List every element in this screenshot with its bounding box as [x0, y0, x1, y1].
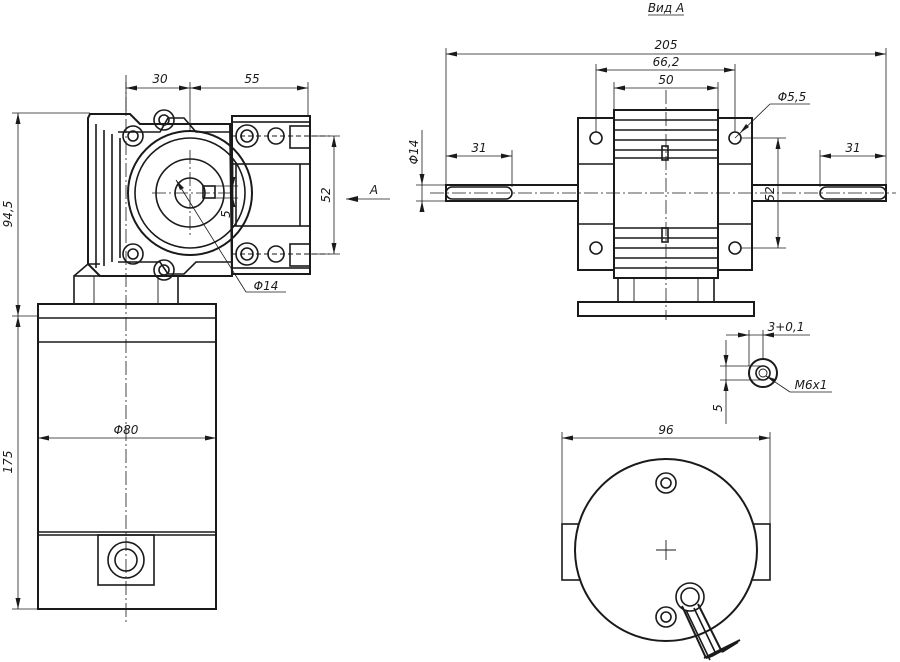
dim-31-right: 31 — [819, 141, 886, 187]
dim-phi80: Φ80 — [38, 423, 216, 441]
dim-5-detail-label: 5 — [711, 404, 725, 412]
dim-96-label: 96 — [658, 423, 674, 437]
side-bearing-block — [231, 115, 330, 275]
dim-phi5-5: Φ5,5 — [734, 90, 810, 139]
dim-phi14-left-label: Φ14 — [254, 279, 279, 293]
dim-55: 55 — [190, 72, 309, 116]
dim-30-label: 30 — [152, 72, 168, 86]
motor-end-view: 96 — [561, 423, 771, 661]
dim-52-right: 52 — [741, 137, 786, 249]
dim-31-left: 31 — [446, 141, 513, 187]
dim-50-label: 50 — [658, 73, 674, 87]
dim-66-2-label: 66,2 — [653, 55, 680, 69]
left-view: 94,5 175 Φ80 30 — [1, 72, 390, 622]
dim-phi80-label: Φ80 — [114, 423, 139, 437]
dim-31-right-label: 31 — [845, 141, 860, 155]
view-a-base — [577, 277, 755, 317]
dim-175: 175 — [1, 316, 38, 610]
dim-3-0-1-label: 3+0,1 — [768, 320, 805, 334]
dim-205: 205 — [445, 38, 887, 185]
view-a: Вид А — [407, 1, 896, 320]
dim-52-right-label: 52 — [763, 186, 777, 201]
dim-52-left: 52 — [310, 135, 340, 255]
dim-66-2: 66,2 — [595, 55, 736, 132]
dim-52-left-label: 52 — [319, 187, 333, 202]
dim-phi14-right: Φ14 — [407, 130, 446, 212]
dim-phi14-left: Φ14 — [175, 179, 286, 293]
finned-body — [613, 109, 719, 279]
dim-94-5: 94,5 — [1, 112, 90, 317]
dim-175-label: 175 — [1, 451, 15, 474]
dim-5-left: 5 — [215, 160, 238, 224]
dim-50: 50 — [613, 73, 719, 110]
motor-body — [37, 303, 217, 610]
dim-205-label: 205 — [655, 38, 678, 52]
dim-phi5-5-label: Φ5,5 — [778, 90, 807, 104]
dim-96: 96 — [561, 423, 771, 524]
view-a-title: Вид А — [648, 1, 684, 15]
dim-30: 30 — [125, 72, 191, 132]
cable-gland — [675, 582, 741, 661]
view-arrow-a: А — [346, 183, 390, 202]
shaft-end-detail: 5 3+0,1 M6x1 — [711, 320, 832, 424]
dim-94-5-label: 94,5 — [1, 201, 15, 228]
gearbox-housing — [87, 109, 234, 281]
dim-31-left-label: 31 — [471, 141, 486, 155]
view-arrow-label: А — [369, 183, 378, 197]
dim-phi14-right-label: Φ14 — [407, 140, 421, 165]
dim-5-left-label: 5 — [219, 210, 233, 218]
dim-55-label: 55 — [244, 72, 259, 86]
dim-m6x1-label: M6x1 — [795, 378, 828, 392]
